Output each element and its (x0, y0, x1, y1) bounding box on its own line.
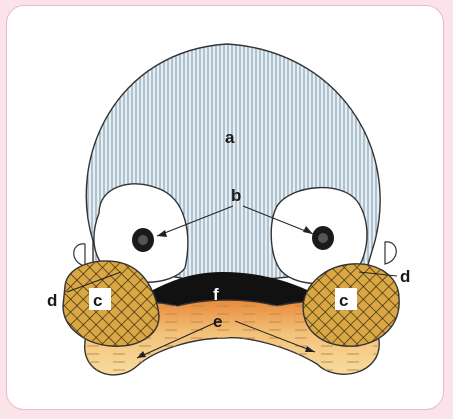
label-c-right: c (339, 291, 348, 310)
label-c-left: c (93, 291, 102, 310)
label-f: f (213, 285, 219, 304)
label-d-right: d (400, 267, 410, 286)
label-a: a (225, 128, 235, 147)
label-e: e (213, 312, 222, 331)
embryo-face-diagram: a b c c d d f e (7, 6, 444, 410)
label-b: b (231, 186, 241, 205)
label-d-left: d (47, 291, 57, 310)
figure-frame: a b c c d d f e (6, 5, 444, 410)
